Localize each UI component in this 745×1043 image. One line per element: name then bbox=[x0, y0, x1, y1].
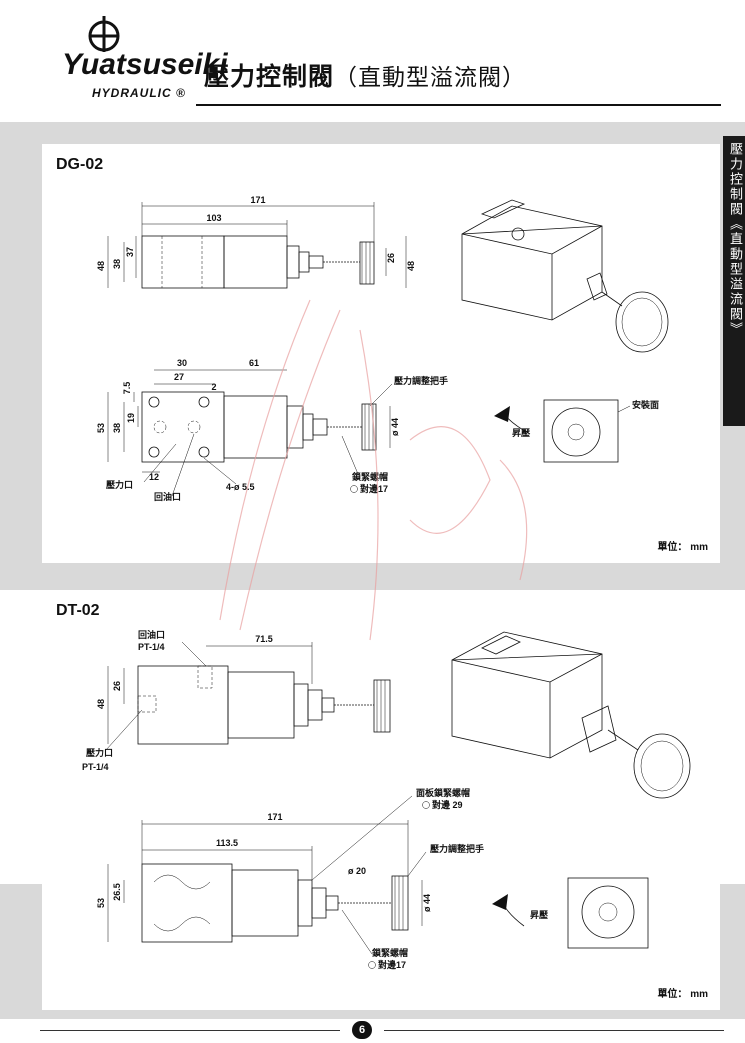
dim-phi20: ø 20 bbox=[348, 866, 366, 876]
dim-h19: 19 bbox=[126, 413, 136, 423]
dim-h26: 26 bbox=[386, 253, 396, 263]
label-holes: 4-ø 5.5 bbox=[226, 482, 255, 492]
dim-body: 113.5 bbox=[216, 838, 238, 848]
section-dg02-unit: 單位： mm bbox=[657, 542, 708, 553]
side-tab: 壓力控制閥《直動型溢流閥》 bbox=[723, 136, 745, 426]
logo-symbol-icon bbox=[88, 16, 120, 52]
dg02-drawing: 171 103 48 38 37 26 48 bbox=[96, 195, 669, 502]
label-pressure-port: 壓力口 bbox=[106, 479, 133, 490]
dim-h53: 53 bbox=[96, 898, 106, 908]
dim-w71-5: 71.5 bbox=[255, 634, 273, 644]
label-locknut: 鎖緊螺帽 bbox=[372, 947, 408, 958]
label-raise: 昇壓 bbox=[530, 909, 548, 920]
page-number: 6 bbox=[352, 1021, 372, 1039]
label-return-port: 回油口 bbox=[154, 491, 181, 502]
dim-phi44: ø 44 bbox=[390, 418, 400, 436]
dim-h53: 53 bbox=[96, 423, 106, 433]
dg02-side-view bbox=[107, 202, 407, 289]
page-header: Yuatsuseiki HYDRAULIC ® 壓力控制閥（直動型溢流閥） bbox=[0, 0, 745, 120]
footer-rule-right bbox=[384, 1030, 724, 1031]
label-mount: 安裝面 bbox=[632, 399, 659, 410]
dim-h7-5: 7.5 bbox=[122, 382, 132, 395]
label-across17: 對邊17 bbox=[378, 959, 406, 970]
dim-w27: 27 bbox=[174, 372, 184, 382]
header-divider bbox=[196, 104, 721, 106]
dt02-plan-view bbox=[107, 795, 427, 955]
brand-name: Yuatsuseiki bbox=[62, 48, 228, 81]
brand-subtitle: HYDRAULIC ® bbox=[92, 86, 186, 100]
dim-overall: 171 bbox=[250, 195, 265, 205]
label-pressure-thread: PT-1/4 bbox=[82, 762, 109, 772]
label-across17: 對邊17 bbox=[360, 483, 388, 494]
dim-h38: 38 bbox=[112, 259, 122, 269]
section-dt02-unit: 單位： mm bbox=[657, 989, 708, 1000]
section-dt02-title: DT-02 bbox=[56, 602, 100, 619]
dt02-isometric-view bbox=[451, 631, 691, 799]
page-title-sub: （直動型溢流閥） bbox=[334, 64, 527, 90]
dim-w61: 61 bbox=[249, 358, 259, 368]
label-pressure-port: 壓力口 bbox=[86, 747, 113, 758]
label-raise: 昇壓 bbox=[512, 427, 530, 438]
dg02-mount-view bbox=[494, 399, 631, 463]
dim-w2: 2 bbox=[211, 382, 216, 392]
footer-rule-left bbox=[40, 1030, 340, 1031]
dim-overall: 171 bbox=[267, 812, 282, 822]
page-title-main: 壓力控制閥 bbox=[204, 63, 335, 91]
section-dg02: DG-02 171 bbox=[42, 144, 720, 563]
label-across29: 對邊 29 bbox=[432, 799, 463, 810]
marker-circle-icon bbox=[368, 961, 376, 969]
dim-h48a: 48 bbox=[96, 261, 106, 271]
dim-h26: 26 bbox=[112, 681, 122, 691]
section-dt02: DT-02 71.5 26 48 回油口 PT-1/4 壓力口 bbox=[42, 590, 720, 1010]
label-return-port: 回油口 bbox=[138, 629, 165, 640]
dim-h38b: 38 bbox=[112, 423, 122, 433]
page-title: 壓力控制閥（直動型溢流閥） bbox=[204, 62, 526, 92]
dim-body: 103 bbox=[206, 213, 221, 223]
label-panel-nut: 面板鎖緊螺帽 bbox=[416, 787, 470, 798]
section-dg02-title: DG-02 bbox=[56, 156, 104, 173]
dim-h48: 48 bbox=[96, 699, 106, 709]
label-knob: 壓力調整把手 bbox=[430, 843, 484, 854]
dg02-isometric-view bbox=[461, 199, 669, 353]
label-return-thread: PT-1/4 bbox=[138, 642, 165, 652]
dim-h48b: 48 bbox=[406, 261, 416, 271]
dim-h37: 37 bbox=[125, 247, 135, 257]
dim-w30: 30 bbox=[177, 358, 187, 368]
dim-h26-5: 26.5 bbox=[112, 883, 122, 901]
dt02-mount-view bbox=[492, 877, 649, 949]
dim-phi44: ø 44 bbox=[422, 894, 432, 912]
label-locknut: 鎖緊螺帽 bbox=[352, 471, 388, 482]
label-knob: 壓力調整把手 bbox=[394, 375, 448, 386]
dt02-side-view bbox=[105, 641, 391, 751]
marker-circle-icon bbox=[422, 801, 430, 809]
marker-circle-icon bbox=[350, 485, 358, 493]
dt02-drawing: 71.5 26 48 回油口 PT-1/4 壓力口 PT-1/4 bbox=[82, 629, 691, 970]
dim-w12: 12 bbox=[149, 472, 159, 482]
